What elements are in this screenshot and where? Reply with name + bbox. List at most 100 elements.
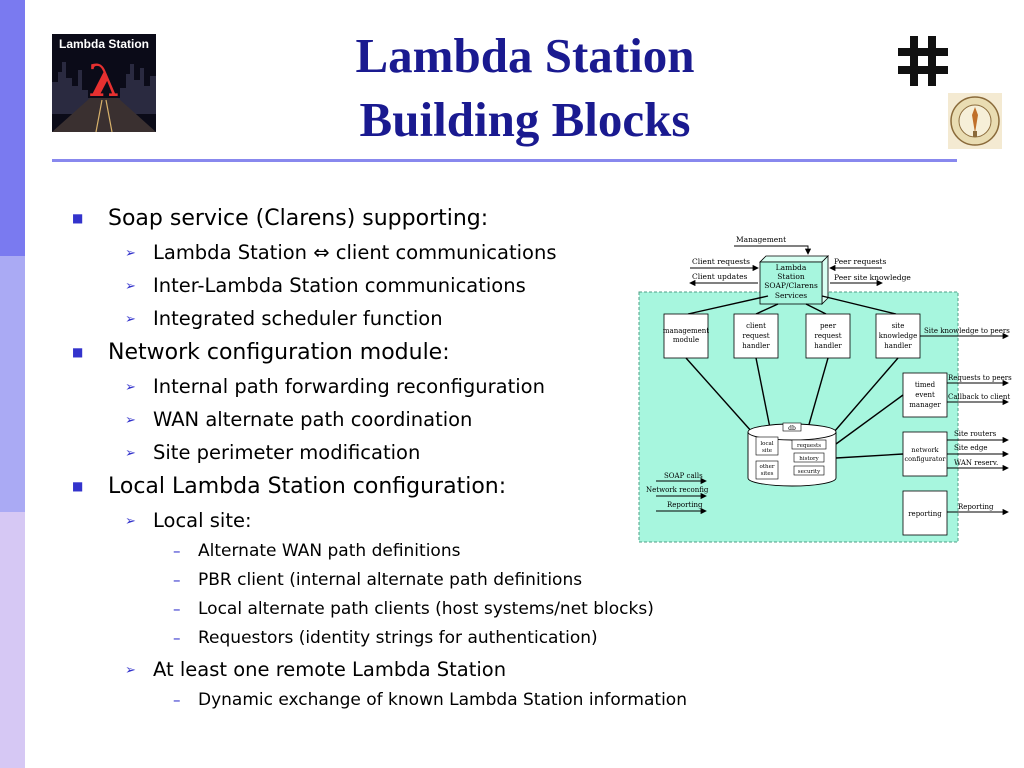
arrow-bullet-icon: ➢ <box>125 312 136 327</box>
client-updates-label: Client updates <box>692 272 748 281</box>
svg-text:sites: sites <box>761 471 774 477</box>
arrow-bullet-icon: ➢ <box>125 279 136 294</box>
sub-bullet-text: Inter-Lambda Station communications <box>153 274 526 297</box>
slide-side-band <box>0 0 25 768</box>
sub-sub-bullet-item: –Local alternate path clients (host syst… <box>70 595 810 624</box>
arrow-bullet-icon: ➢ <box>125 446 136 461</box>
sub-bullet-text: Local site: <box>153 509 252 532</box>
client-requests-label: Client requests <box>692 257 750 266</box>
sub-sub-bullet-item: –Alternate WAN path definitions <box>70 537 810 566</box>
architecture-diagram: Lambda Station SOAP/Clarens Services Man… <box>638 235 1012 543</box>
peer-site-knowledge-label: Peer site knowledge <box>834 273 911 282</box>
db-label: db <box>788 425 796 432</box>
svg-text:Callback to client: Callback to client <box>948 393 1010 401</box>
svg-text:network: network <box>911 446 938 454</box>
svg-text:Network reconfig: Network reconfig <box>646 486 709 494</box>
dash-bullet-icon: – <box>173 571 181 589</box>
reporting-box <box>902 490 948 536</box>
svg-text:site: site <box>762 448 772 454</box>
logo-lambda-symbol: λ <box>89 56 120 107</box>
dash-bullet-icon: – <box>173 600 181 618</box>
sub-sub-bullet-text: PBR client (internal alternate path defi… <box>198 570 583 590</box>
svg-text:management: management <box>663 327 709 335</box>
dash-bullet-icon: – <box>173 629 181 647</box>
sub-bullet-item: ➢ Local site: <box>70 504 810 537</box>
caltech-seal-logo <box>948 93 1002 149</box>
bullet-item: ■ Soap service (Clarens) supporting: <box>70 201 810 236</box>
svg-text:reporting: reporting <box>908 510 942 518</box>
sub-sub-bullet-text: Local alternate path clients (host syste… <box>198 599 654 619</box>
svg-text:Reporting: Reporting <box>958 503 994 511</box>
arrow-bullet-icon: ➢ <box>125 514 136 529</box>
svg-text:Site routers: Site routers <box>954 430 997 438</box>
slide-title: Lambda Station Building Blocks <box>270 24 780 152</box>
sub-bullet-text: At least one remote Lambda Station <box>153 658 507 681</box>
fermilab-logo <box>898 36 948 86</box>
svg-text:Reporting: Reporting <box>667 501 703 509</box>
svg-text:peer: peer <box>820 322 837 330</box>
svg-text:requests: requests <box>797 443 821 449</box>
database-cylinder: db local site other sites requests histo… <box>747 422 837 487</box>
sub-bullet-item: ➢ Internal path forwarding reconfiguratio… <box>70 370 810 403</box>
square-bullet-icon: ■ <box>72 345 84 359</box>
lambda-station-logo: Lambda Station λ <box>52 34 156 132</box>
soap-box-line: SOAP/Clarens <box>764 281 818 290</box>
svg-text:Site edge: Site edge <box>954 444 987 452</box>
svg-text:other: other <box>760 464 775 470</box>
dash-bullet-icon: – <box>173 691 181 709</box>
management-module-box <box>663 313 709 359</box>
sub-bullet-item: ➢Integrated scheduler function <box>70 302 810 335</box>
square-bullet-icon: ■ <box>72 211 84 225</box>
svg-text:event: event <box>915 391 935 399</box>
svg-text:handler: handler <box>742 342 770 350</box>
logo-text: Lambda Station <box>59 37 149 51</box>
svg-text:WAN reserv.: WAN reserv. <box>954 459 998 467</box>
soap-box-line: Lambda <box>776 263 807 272</box>
title-line-2: Building Blocks <box>359 92 691 147</box>
sub-bullet-item: ➢ Lambda Station ⇔ client communications <box>70 236 810 269</box>
sub-bullet-text: WAN alternate path coordination <box>153 408 473 431</box>
svg-text:configurator: configurator <box>904 455 946 463</box>
svg-text:request: request <box>742 332 769 340</box>
title-line-1: Lambda Station <box>355 28 695 83</box>
soap-box-line: Services <box>775 291 807 300</box>
svg-text:SOAP calls: SOAP calls <box>664 472 703 480</box>
bullet-text: Local Lambda Station configuration: <box>108 474 507 499</box>
arrow-bullet-icon: ➢ <box>125 413 136 428</box>
peer-request-handler-box <box>805 313 851 359</box>
timed-event-manager-box <box>902 372 948 418</box>
title-divider <box>52 159 957 162</box>
bullet-list: ■ Soap service (Clarens) supporting: ➢ Lam… <box>70 201 810 715</box>
bullet-text: Network configuration module: <box>108 340 450 365</box>
svg-text:timed: timed <box>915 381 936 389</box>
bullet-item: ■ Local Lambda Station configuration: <box>70 469 810 504</box>
sub-bullet-text: Site perimeter modification <box>153 441 421 464</box>
dash-bullet-icon: – <box>173 542 181 560</box>
sub-bullet-item: ➢ Inter-Lambda Station communications <box>70 269 810 302</box>
site-knowledge-handler-box <box>875 313 921 359</box>
sub-sub-bullet-text: Requestors (identity strings for authent… <box>198 628 598 648</box>
sub-sub-bullet-text: Alternate WAN path definitions <box>198 541 461 561</box>
sub-bullet-text: Internal path forwarding reconfiguration <box>153 375 545 398</box>
square-bullet-icon: ■ <box>72 479 84 493</box>
arrow-bullet-icon: ➢ <box>125 380 136 395</box>
sub-sub-bullet-item: –Dynamic exchange of known Lambda Statio… <box>70 686 810 715</box>
management-label: Management <box>736 235 786 244</box>
svg-text:knowledge: knowledge <box>879 332 917 340</box>
svg-text:module: module <box>673 336 699 344</box>
bullet-text: Soap service (Clarens) supporting: <box>108 206 489 231</box>
svg-text:request: request <box>814 332 841 340</box>
arrow-bullet-icon: ➢ <box>125 663 136 678</box>
sub-sub-bullet-text: Dynamic exchange of known Lambda Station… <box>198 690 687 710</box>
network-configurator-box <box>902 431 948 477</box>
sub-bullet-item: ➢ At least one remote Lambda Station <box>70 653 810 686</box>
svg-text:Requests to peers: Requests to peers <box>948 374 1012 382</box>
svg-text:site: site <box>892 322 905 330</box>
sub-bullet-item: ➢ WAN alternate path coordination <box>70 403 810 436</box>
soap-box-line: Station <box>777 272 805 281</box>
sub-sub-bullet-item: –Requestors (identity strings for authen… <box>70 624 810 653</box>
arrow-bullet-icon: ➢ <box>125 246 136 261</box>
sub-bullet-text: Lambda Station ⇔ client communications <box>153 241 557 264</box>
svg-text:Site knowledge to peers: Site knowledge to peers <box>924 327 1010 335</box>
svg-text:handler: handler <box>814 342 842 350</box>
